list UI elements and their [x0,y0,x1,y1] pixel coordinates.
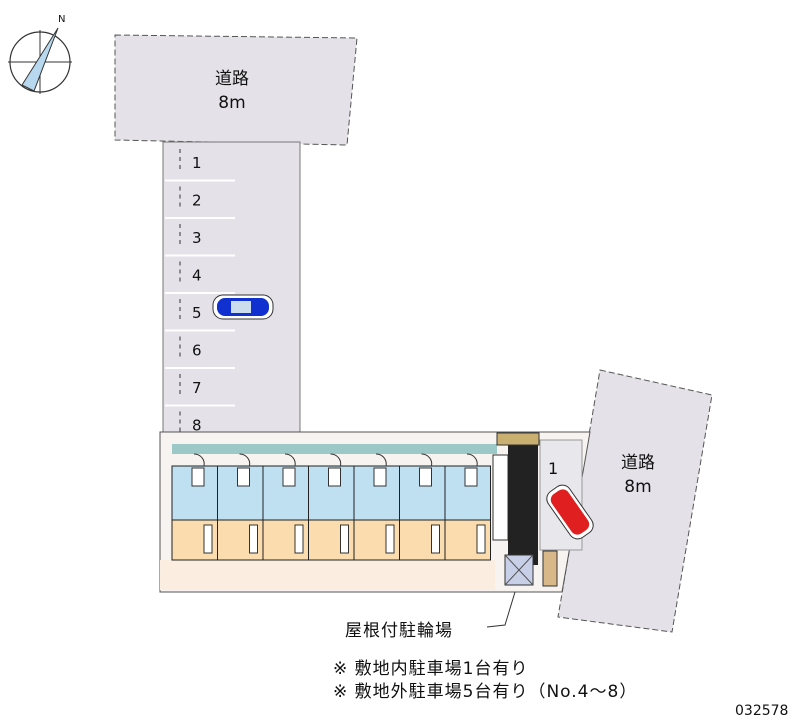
hedge [172,444,497,454]
stairs [492,454,509,541]
parking-lot [162,141,301,433]
parking-space-number: 6 [192,342,202,360]
apartment-unit [399,453,446,561]
onsite-space-number: 1 [548,459,558,478]
parking-space-number: 3 [192,229,202,247]
parking-space-number: 1 [192,154,202,172]
parking-space-number: 5 [192,304,202,322]
corridor [508,445,538,565]
north-label: N [58,14,65,25]
parking-space-number: 7 [192,379,202,397]
car-blue-icon [212,294,274,320]
apartment-unit [171,453,218,561]
road-north-width: 8m [218,93,245,113]
road-east-width: 8m [624,477,651,497]
parking-space-lines: 1 2 3 4 5 6 7 8 [165,149,235,444]
parking-space-number: 2 [192,192,202,210]
car-red-icon [546,484,594,540]
parking-space-number: 4 [192,267,202,285]
note-onsite-parking: ※ 敷地内駐車場1台有り [333,659,529,679]
road-north-name: 道路 [215,69,249,89]
note-offsite-parking: ※ 敷地外駐車場5台有り（No.4～8） [333,682,638,702]
planter [496,432,540,446]
apartment-unit [262,453,309,561]
apartment-unit [308,453,355,561]
bicycle-shelter-label: 屋根付駐輪場 [345,621,453,641]
leader-line [486,591,516,628]
compass-icon: N [8,14,72,94]
apartment-units [171,453,491,561]
parking-space-number: 8 [192,417,202,435]
apartment-unit [353,453,400,561]
apartment-unit [444,453,491,561]
road-east-name: 道路 [621,453,655,473]
road-north [114,34,358,146]
shrub [542,550,558,587]
walkway [160,560,495,590]
apartment-unit [217,453,264,561]
property-code: 032578 [735,703,789,719]
